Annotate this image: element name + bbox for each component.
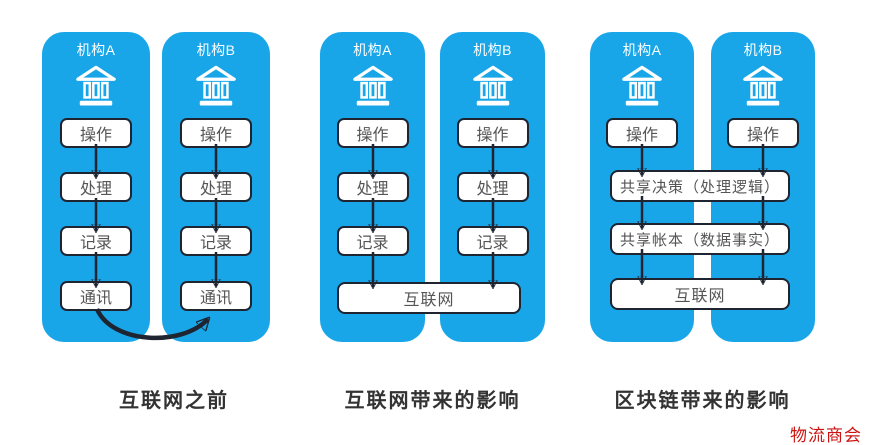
shared-box-decision: 共享决策（处理逻辑） (610, 170, 790, 202)
shared-box-ledger: 共享帐本（数据事实） (610, 223, 790, 255)
shared-box-internet: 互联网 (337, 282, 521, 314)
bank-icon (743, 65, 783, 106)
stage-box: 操作 (336, 118, 409, 148)
panel-caption: 区块链带来的影响 (614, 390, 791, 412)
stage-box: 操作 (456, 118, 529, 148)
org-title-b: 机构B (473, 42, 512, 58)
stage-box: 处理 (180, 172, 252, 202)
org-title-b: 机构B (196, 42, 236, 58)
stage-box: 记录 (456, 226, 529, 256)
org-title-a: 机构A (76, 42, 116, 58)
shared-box-internet: 互联网 (610, 278, 790, 310)
stage-box: 处理 (336, 172, 409, 202)
stage-box: 通讯 (180, 281, 252, 311)
panel-caption: 互联网带来的影响 (344, 390, 521, 412)
stage-box: 操作 (727, 118, 799, 148)
stage-box: 操作 (180, 118, 252, 148)
bank-icon (76, 65, 116, 106)
bank-icon (352, 65, 393, 106)
org-title-a: 机构A (622, 42, 662, 58)
stage-box: 操作 (60, 118, 132, 148)
bank-icon (472, 65, 513, 106)
panel-blockchain-impact: 机构A 操作 机构B 操作 共享决策（处理逻辑） 共享帐本（数据事实） 互 (590, 32, 815, 432)
stage-box: 记录 (60, 226, 132, 256)
bank-icon (622, 65, 662, 106)
bank-icon (196, 65, 236, 106)
stage-box: 处理 (60, 172, 132, 202)
panel-internet-impact: 机构A 操作 处理 记录 机构B 操作 处理 记录 (320, 32, 545, 432)
stage-box: 记录 (336, 226, 409, 256)
panel-caption: 互联网之前 (119, 390, 229, 412)
stage-box: 处理 (456, 172, 529, 202)
watermark-text: 物流商会 (790, 426, 862, 445)
org-column-b: 机构B 操作 处理 记录 通讯 (162, 32, 270, 342)
stage-box: 记录 (180, 226, 252, 256)
org-column-a: 机构A 操作 处理 记录 通讯 (42, 32, 150, 342)
stage-box: 操作 (606, 118, 678, 148)
stage-box: 通讯 (60, 281, 132, 311)
org-title-a: 机构A (353, 42, 392, 58)
panel-before-internet: 机构A 操作 处理 记录 通讯 机构B 操作 处理 (42, 32, 270, 432)
org-title-b: 机构B (743, 42, 783, 58)
